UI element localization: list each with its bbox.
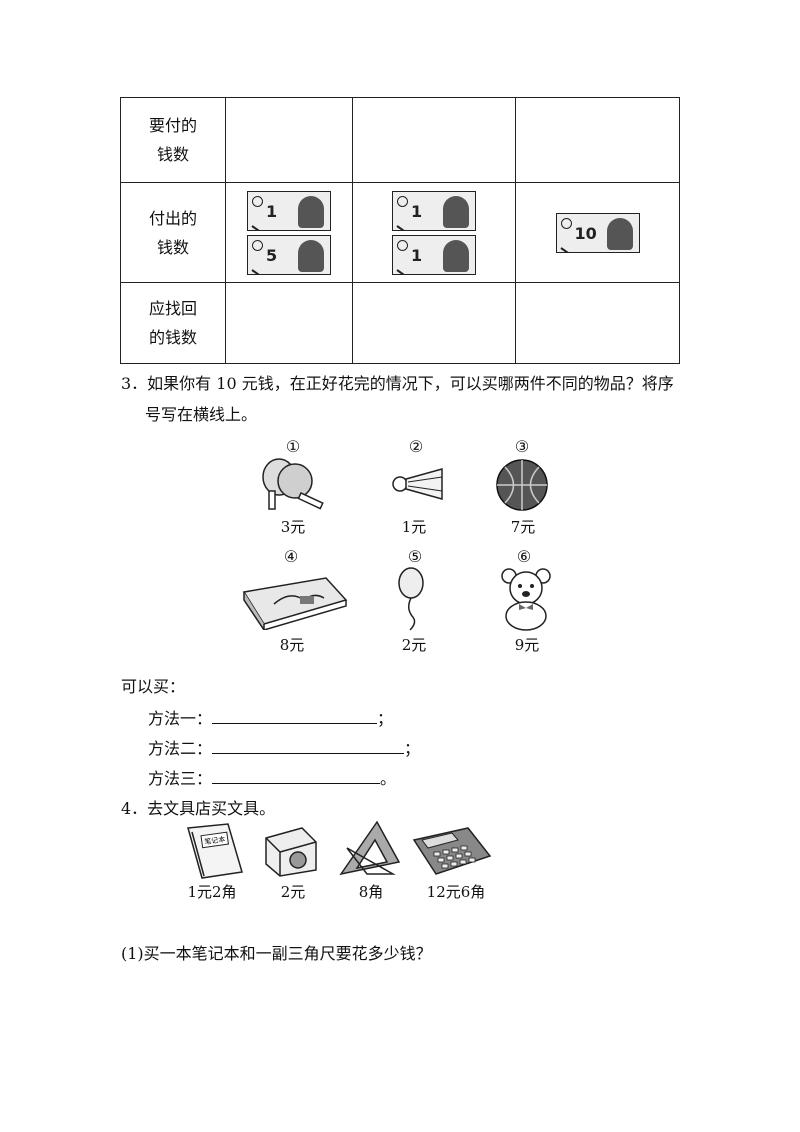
notebook-cover-text: 笔记本 xyxy=(204,834,226,846)
item-price: 3元 xyxy=(280,518,306,536)
banknote-icon: 5 xyxy=(247,234,331,275)
q4-sub1: (1)买一本笔记本和一副三角尺要花多少钱？ xyxy=(121,944,432,963)
method-line: 方法三： 。 xyxy=(148,765,396,789)
method-end: 。 xyxy=(380,769,397,788)
item-price: 7元 xyxy=(510,518,536,536)
item-number: ④ xyxy=(283,547,299,566)
row-label-change: 应找回 的钱数 xyxy=(120,282,226,364)
method-label: 方法三： xyxy=(148,769,213,788)
answer-cell[interactable] xyxy=(352,282,516,364)
item-price: 1元 xyxy=(401,518,427,536)
item-number: ① xyxy=(285,437,301,456)
table-row: 付出的 钱数 1 5 1 1 10 xyxy=(120,182,680,283)
pencil-case-icon xyxy=(242,577,348,630)
note-denomination: 1 xyxy=(411,201,423,221)
item-number: ⑤ xyxy=(407,547,423,566)
set-square-icon xyxy=(339,820,401,876)
note-denomination: 1 xyxy=(266,201,278,221)
row-label-text: 应找回 的钱数 xyxy=(148,299,197,347)
banknote-icon: 1 xyxy=(247,190,331,231)
item-number: ⑥ xyxy=(516,547,532,566)
item-price: 12元6角 xyxy=(426,883,486,901)
ping-pong-paddles-icon xyxy=(262,458,324,510)
method-line: 方法二： ； xyxy=(148,735,420,759)
money-table: 要付的 钱数 付出的 钱数 1 5 1 1 10 应找回 的钱数 xyxy=(120,97,680,364)
calculator-icon xyxy=(412,827,492,875)
answer-cell[interactable] xyxy=(225,97,353,183)
note-denomination: 10 xyxy=(574,223,597,243)
answer-cell[interactable] xyxy=(515,282,680,364)
q4-title: 4．去文具店买文具。 xyxy=(121,799,276,818)
method-end: ； xyxy=(404,739,421,758)
item-price: 8元 xyxy=(279,636,305,654)
method-line: 方法一： ； xyxy=(148,705,393,729)
pencil-sharpener-icon xyxy=(265,827,317,877)
payment-cell: 1 1 xyxy=(352,182,516,283)
item-number: ③ xyxy=(514,437,530,456)
table-row: 应找回 的钱数 xyxy=(120,282,680,364)
row-label-text: 付出的 钱数 xyxy=(148,208,197,257)
item-price: 8角 xyxy=(358,883,384,901)
notebook-icon: 笔记本 xyxy=(187,823,243,879)
item-number: ② xyxy=(408,437,424,456)
table-row: 要付的 钱数 xyxy=(120,97,680,183)
answer-blank[interactable] xyxy=(212,739,405,754)
shuttlecock-icon xyxy=(392,468,443,500)
can-buy-label: 可以买： xyxy=(121,677,186,696)
method-label: 方法一： xyxy=(148,709,213,728)
teddy-bear-icon xyxy=(501,568,551,631)
note-denomination: 1 xyxy=(411,245,423,265)
answer-cell[interactable] xyxy=(225,282,353,364)
method-label: 方法二： xyxy=(148,739,213,758)
banknote-icon: 10 xyxy=(555,212,640,253)
note-denomination: 5 xyxy=(266,245,278,265)
basketball-icon xyxy=(496,459,548,511)
answer-blank[interactable] xyxy=(212,769,381,784)
method-end: ； xyxy=(377,709,394,728)
answer-blank[interactable] xyxy=(212,709,378,724)
row-label-to-pay: 要付的 钱数 xyxy=(120,97,226,183)
banknote-icon: 1 xyxy=(392,190,476,231)
answer-cell[interactable] xyxy=(515,97,680,183)
row-label-text: 要付的 钱数 xyxy=(148,116,197,164)
item-price: 2元 xyxy=(401,636,427,654)
item-price: 9元 xyxy=(514,636,540,654)
payment-cell: 1 5 xyxy=(225,182,353,283)
item-price: 1元2角 xyxy=(187,883,237,901)
q3-prompt-line1: 3．如果你有 10 元钱，在正好花完的情况下，可以买哪两件不同的物品？将序 xyxy=(121,374,674,393)
q3-prompt-line2: 号写在横线上。 xyxy=(145,405,258,424)
balloon-icon xyxy=(398,567,424,631)
answer-cell[interactable] xyxy=(352,97,516,183)
row-label-paid: 付出的 钱数 xyxy=(120,182,226,283)
banknote-icon: 1 xyxy=(392,234,476,275)
payment-cell: 10 xyxy=(515,182,680,283)
item-price: 2元 xyxy=(280,883,306,901)
